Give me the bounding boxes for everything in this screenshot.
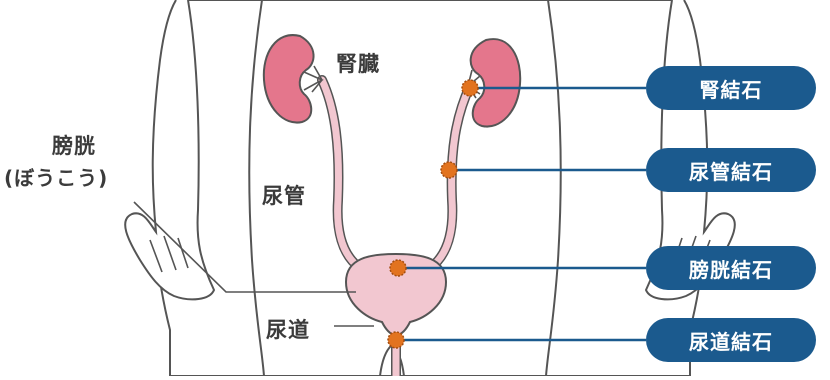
ureter-label: 尿管 — [262, 180, 306, 210]
bladder-reading-label: (ぼうこう) — [4, 162, 108, 191]
bladder-label: 膀胱 — [52, 130, 96, 160]
kidney-stone — [462, 80, 478, 96]
ureter-stone — [441, 162, 457, 178]
bladder-stone — [390, 260, 406, 276]
kidney-label: 腎臓 — [336, 48, 380, 78]
bladder-stone-pill: 膀胱結石 — [646, 246, 816, 290]
torso-outline — [156, 0, 705, 376]
urethra-stone-pill: 尿道結石 — [646, 318, 816, 362]
ureter-stone-pill: 尿管結石 — [646, 148, 816, 192]
kidney-stone-pill: 腎結石 — [646, 66, 816, 110]
urethra-label: 尿道 — [266, 314, 310, 344]
urethra-stone — [388, 332, 404, 348]
